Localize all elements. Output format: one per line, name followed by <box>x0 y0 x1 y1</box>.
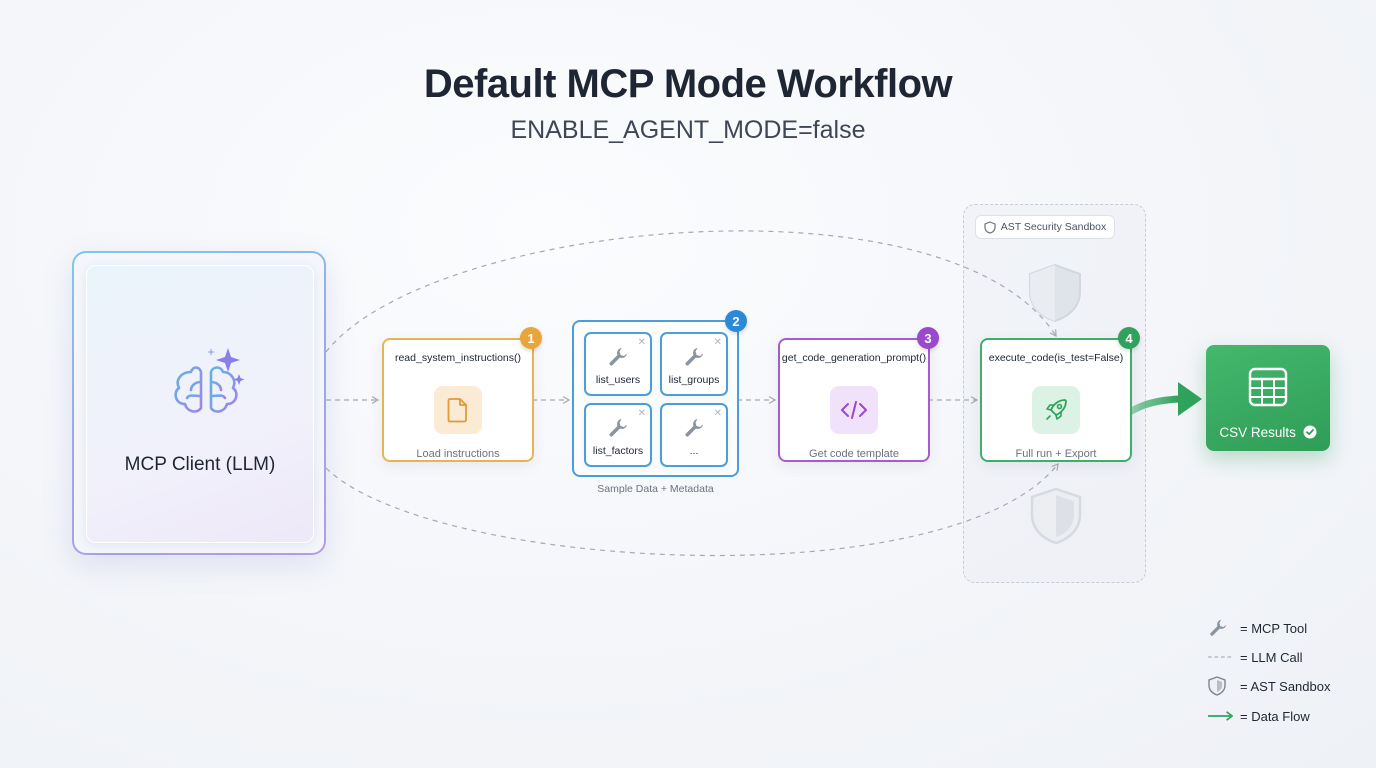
step-4-icon-tile <box>1032 386 1080 434</box>
step-1-icon-tile <box>434 386 482 434</box>
shield-icon <box>1208 676 1226 696</box>
tool-list-factors-label: list_factors <box>592 445 644 457</box>
step-2-tool-group: ✕ list_users ✕ list_groups ✕ list_factor… <box>572 320 739 477</box>
wrench-icon <box>1210 619 1227 636</box>
csv-results-text: CSV Results <box>1219 425 1296 440</box>
wrench-icon <box>685 419 703 437</box>
brain-sparkle-icon <box>174 348 245 413</box>
tool-close-icon[interactable]: ✕ <box>713 337 722 348</box>
step-3-function: get_code_generation_prompt() <box>781 352 927 364</box>
llm-call-arc-top <box>325 230 1057 353</box>
tool-list-factors[interactable]: ✕ list_factors <box>584 403 652 467</box>
sandbox-label: AST Security Sandbox <box>975 215 1115 239</box>
legend-text: = AST Sandbox <box>1240 678 1331 694</box>
table-icon <box>1248 367 1288 407</box>
step-3-icon-tile <box>830 386 878 434</box>
step-3-badge: 3 <box>917 327 939 349</box>
step-2-caption: Sample Data + Metadata <box>597 483 714 495</box>
code-icon <box>841 401 867 419</box>
page-title: Default MCP Mode Workflow <box>423 62 953 106</box>
step-1-function: read_system_instructions() <box>394 352 522 364</box>
tool-list-groups[interactable]: ✕ list_groups <box>660 332 728 396</box>
tool-list-users[interactable]: ✕ list_users <box>584 332 652 396</box>
step-4-badge: 4 <box>1118 327 1140 349</box>
tool-close-icon[interactable]: ✕ <box>637 337 646 348</box>
tool-close-icon[interactable]: ✕ <box>713 408 722 419</box>
page-subtitle: ENABLE_AGENT_MODE=false <box>510 116 866 144</box>
green-arrow-icon <box>1208 711 1233 721</box>
step-2-badge: 2 <box>725 310 747 332</box>
step-3-card[interactable]: get_code_generation_prompt() Get code te… <box>778 338 930 462</box>
tool-more[interactable]: ✕ ... <box>660 403 728 467</box>
legend-text: = Data Flow <box>1240 708 1310 724</box>
sandbox-shield-top-icon <box>1029 263 1081 323</box>
mcp-client-card: MCP Client (LLM) <box>86 265 314 543</box>
step-4-card[interactable]: execute_code(is_test=False) Full run + E… <box>980 338 1132 462</box>
document-icon <box>447 398 467 423</box>
mcp-client-panel[interactable]: MCP Client (LLM) <box>72 251 326 555</box>
csv-results-card[interactable]: CSV Results <box>1206 345 1330 451</box>
wrench-icon <box>685 348 703 366</box>
step-4-function: execute_code(is_test=False) <box>988 352 1124 364</box>
step-1-card[interactable]: read_system_instructions() Load instruct… <box>382 338 534 462</box>
shield-icon <box>984 220 996 234</box>
legend-text: = LLM Call <box>1240 649 1303 665</box>
check-circle-icon <box>1303 425 1317 439</box>
csv-results-label: CSV Results <box>1206 425 1330 440</box>
tool-more-label: ... <box>689 445 699 457</box>
dashed-line-icon <box>1208 656 1234 658</box>
tool-list-groups-label: list_groups <box>668 374 720 386</box>
tool-close-icon[interactable]: ✕ <box>637 408 646 419</box>
legend-item-mcp-tool: = MCP Tool <box>1208 617 1307 639</box>
sandbox-shield-bottom-icon <box>1030 487 1082 545</box>
step-1-description: Load instructions <box>416 448 500 460</box>
rocket-icon <box>1046 399 1067 420</box>
llm-call-arc-bottom <box>325 463 1059 557</box>
sandbox-label-text: AST Security Sandbox <box>1000 221 1107 233</box>
legend-item-ast-sandbox: = AST Sandbox <box>1208 675 1330 697</box>
tool-list-users-label: list_users <box>595 374 641 386</box>
legend-text: = MCP Tool <box>1240 620 1308 636</box>
legend-item-llm-call: = LLM Call <box>1208 646 1303 668</box>
mcp-client-label: MCP Client (LLM) <box>124 454 276 475</box>
wrench-icon <box>609 348 627 366</box>
legend-item-data-flow: = Data Flow <box>1208 705 1310 727</box>
step-3-description: Get code template <box>809 448 899 460</box>
wrench-icon <box>609 419 627 437</box>
step-1-badge: 1 <box>520 327 542 349</box>
step-4-description: Full run + Export <box>1015 448 1097 460</box>
